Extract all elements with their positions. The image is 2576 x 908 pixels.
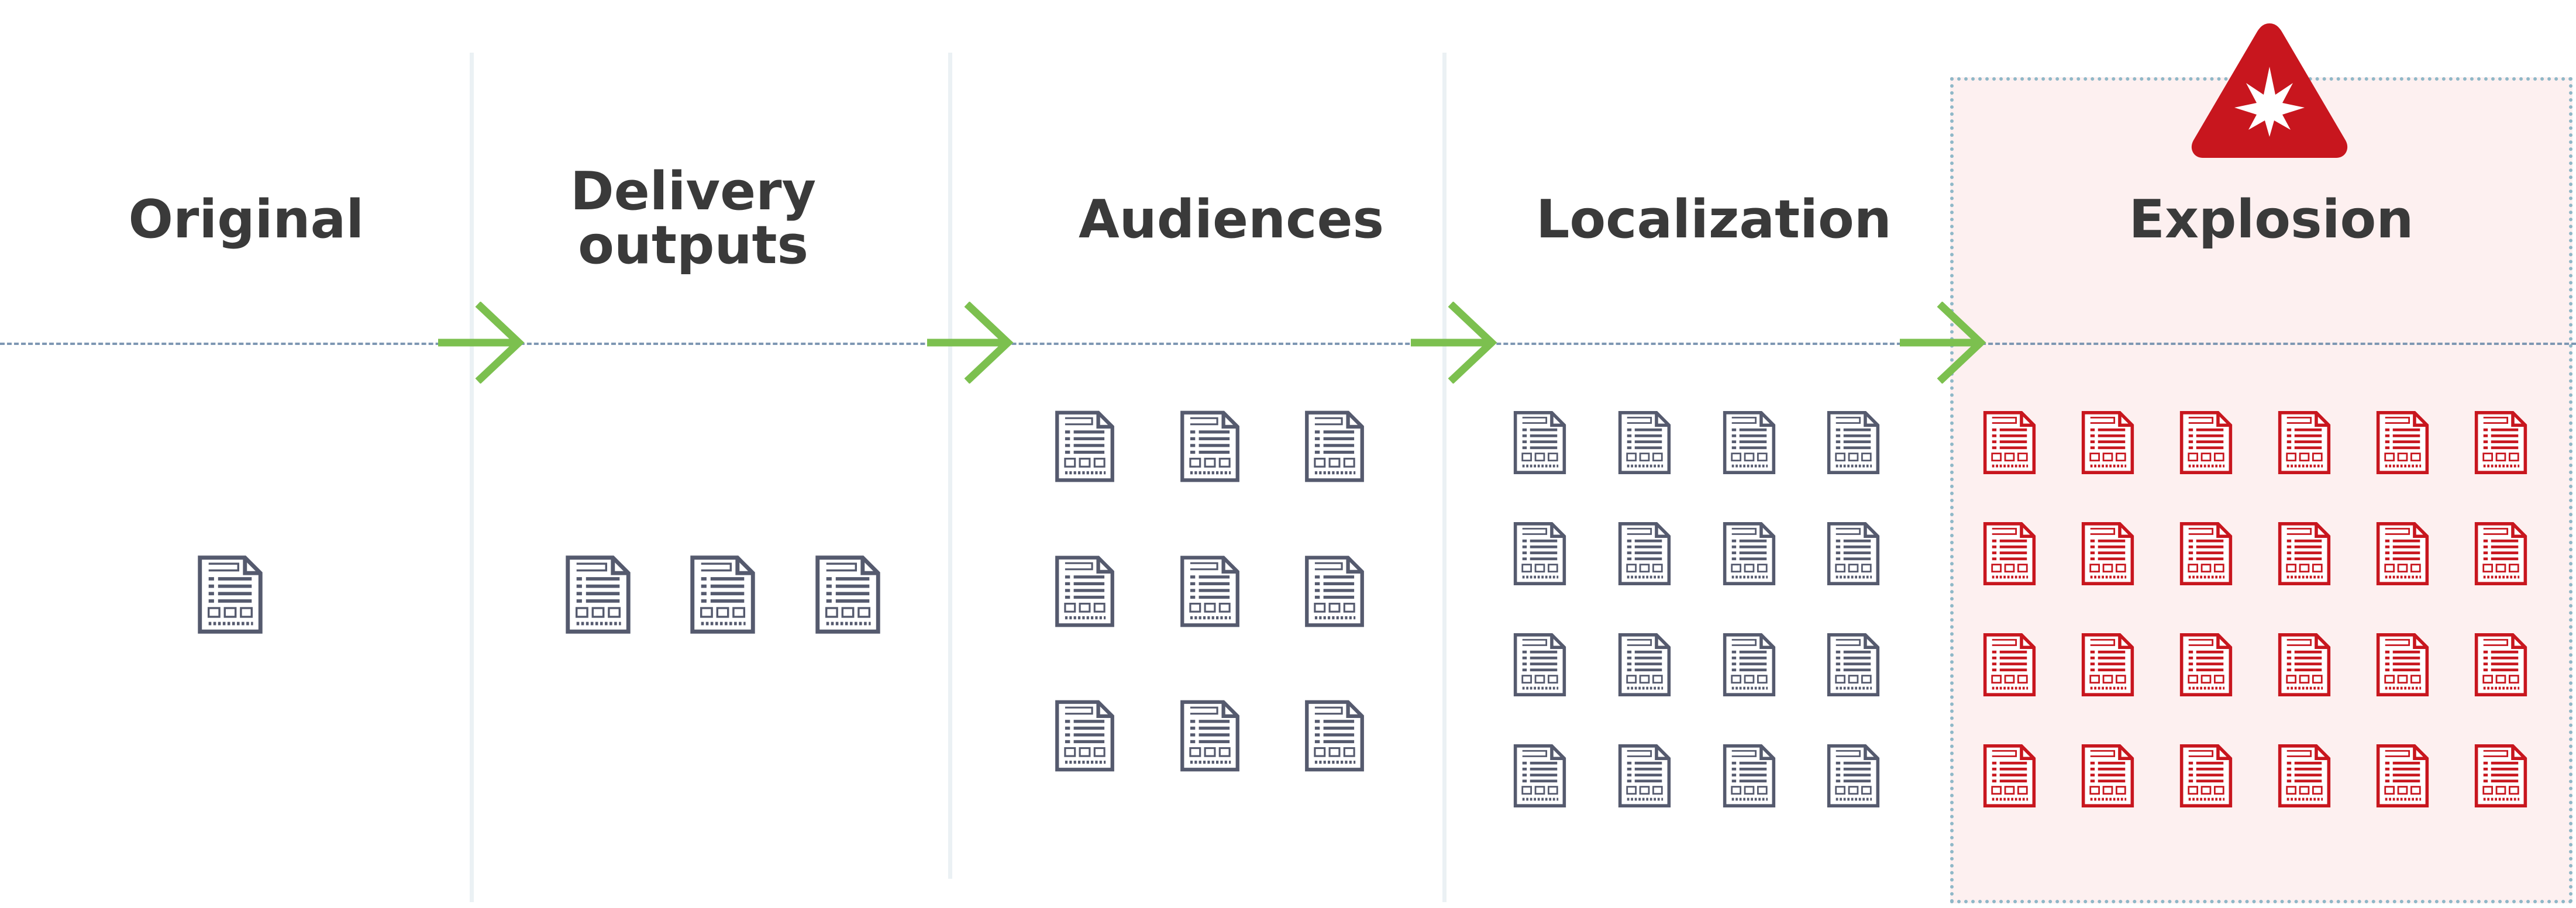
document-icon	[1304, 409, 1365, 484]
stage-title-delivery-outputs: Delivery outputs	[570, 165, 816, 272]
document-icon	[2081, 409, 2135, 476]
document-icon	[1617, 520, 1672, 587]
stage-title-localization: Localization	[1536, 189, 1892, 250]
document-icon	[2375, 631, 2430, 698]
document-icon	[1617, 409, 1672, 476]
arrow-right-icon	[1411, 302, 1497, 384]
document-icon	[1513, 409, 1567, 476]
document-icon	[564, 554, 632, 635]
document-icon	[197, 554, 264, 635]
document-icon	[1054, 409, 1115, 484]
flow-line	[0, 343, 2576, 345]
stage-title-explosion: Explosion	[2129, 189, 2414, 250]
document-icon	[2375, 520, 2430, 587]
document-icon	[1826, 631, 1881, 698]
explosion-panel	[1950, 77, 2572, 903]
document-icon	[1826, 409, 1881, 476]
document-icon	[2474, 631, 2528, 698]
explosion-warning-icon	[2191, 23, 2348, 158]
document-icon	[2081, 631, 2135, 698]
document-icon	[2277, 743, 2332, 809]
document-icon	[2179, 631, 2233, 698]
document-icon	[2179, 409, 2233, 476]
document-icon	[1304, 699, 1365, 773]
document-icon	[2277, 631, 2332, 698]
stage-title-line: Delivery	[570, 161, 817, 222]
document-icon	[1722, 631, 1776, 698]
document-icon	[2277, 409, 2332, 476]
arrow-right-icon	[1900, 302, 1986, 384]
document-icon	[1179, 409, 1241, 484]
document-icon	[1617, 743, 1672, 809]
document-icon	[1513, 631, 1567, 698]
document-icon	[2474, 409, 2528, 476]
document-icon	[1722, 520, 1776, 587]
document-icon	[1982, 743, 2037, 809]
stage-divider	[470, 53, 474, 902]
document-icon	[1826, 520, 1881, 587]
document-icon	[1982, 631, 2037, 698]
stage-title-line: outputs	[578, 215, 809, 276]
document-icon	[689, 554, 756, 635]
document-icon	[2179, 520, 2233, 587]
document-icon	[1826, 743, 1881, 809]
document-icon	[2474, 520, 2528, 587]
document-icon	[1982, 520, 2037, 587]
document-icon	[2081, 520, 2135, 587]
stage-title-original: Original	[128, 189, 364, 250]
stage-divider	[948, 53, 952, 879]
arrow-right-icon	[927, 302, 1014, 384]
document-icon	[2081, 743, 2135, 809]
document-icon	[1722, 743, 1776, 809]
document-icon	[1982, 409, 2037, 476]
document-icon	[2375, 409, 2430, 476]
document-icon	[1179, 554, 1241, 629]
document-icon	[1722, 409, 1776, 476]
document-icon	[1304, 554, 1365, 629]
document-icon	[1617, 631, 1672, 698]
document-icon	[1179, 699, 1241, 773]
document-icon	[1054, 554, 1115, 629]
stage-title-audiences: Audiences	[1079, 189, 1385, 250]
document-icon	[1054, 699, 1115, 773]
document-icon	[2474, 743, 2528, 809]
document-icon	[2179, 743, 2233, 809]
arrow-right-icon	[438, 302, 525, 384]
document-icon	[1513, 520, 1567, 587]
document-icon	[2277, 520, 2332, 587]
document-icon	[1513, 743, 1567, 809]
document-icon	[814, 554, 881, 635]
document-icon	[2375, 743, 2430, 809]
stage-divider	[1442, 53, 1447, 902]
